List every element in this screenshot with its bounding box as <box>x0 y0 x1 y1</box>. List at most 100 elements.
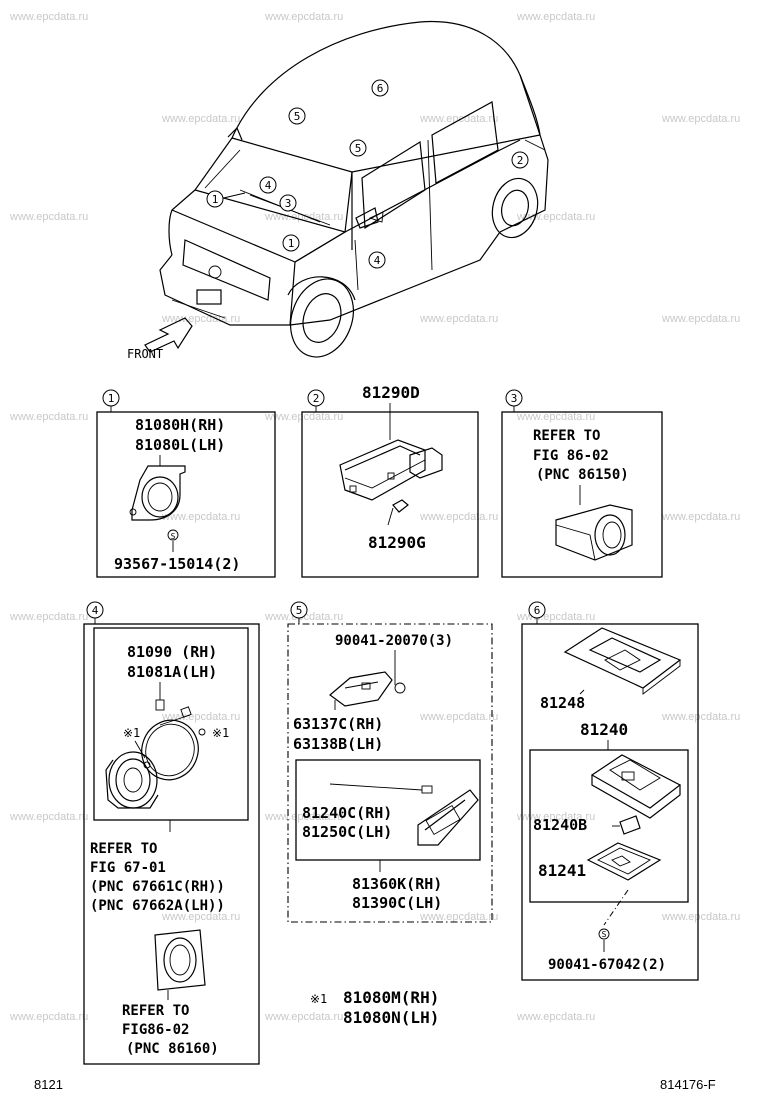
callout-marker: 1 <box>206 190 224 208</box>
box-2: 2 81290D 81290G <box>301 383 479 578</box>
part-number: 81240 <box>580 720 628 739</box>
clip-icon <box>392 499 409 513</box>
car-overview: FRONT 6 5 5 2 4 3 1 <box>127 20 549 361</box>
watermark-text: www.epcdata.ru <box>419 313 498 325</box>
amplifier-module-icon <box>339 439 443 501</box>
screw-icon <box>598 928 610 940</box>
callout-number: 4 <box>374 254 381 267</box>
callout-number: 5 <box>355 142 362 155</box>
part-number: 90041-20070(3) <box>335 633 453 649</box>
callout-marker: 4 <box>368 251 386 269</box>
callout-number: 4 <box>265 179 272 192</box>
screw-icon <box>167 529 179 541</box>
watermark-text: www.epcdata.ru <box>161 511 240 523</box>
tweeter-speaker-icon <box>129 465 186 521</box>
mark-symbol: ※1 <box>212 726 229 740</box>
speaker-ring-icon <box>141 719 199 781</box>
reference-text: FIG 67-01 <box>90 860 166 876</box>
callout-marker: 1 <box>282 234 300 252</box>
box-5: 5 90041-20070(3) 63137C(RH) 63138B(LH) 8… <box>287 601 493 923</box>
reference-text: (PNC 67662A(LH)) <box>90 898 225 914</box>
part-number: 63138B(LH) <box>293 735 383 753</box>
speaker-bracket-icon <box>154 929 206 991</box>
callout-number: 1 <box>108 392 115 405</box>
bulb-icon <box>619 815 641 835</box>
watermark-text: www.epcdata.ru <box>161 711 240 723</box>
watermark-text: www.epcdata.ru <box>661 511 740 523</box>
front-label: FRONT <box>127 347 163 361</box>
callout-marker: 5 <box>349 139 367 157</box>
footer-illustration-id: 814176-F <box>660 1077 716 1092</box>
watermark-text: www.epcdata.ru <box>161 113 240 125</box>
watermark-text: www.epcdata.ru <box>9 1011 88 1023</box>
watermark-text: www.epcdata.ru <box>661 313 740 325</box>
reference-text: REFER TO <box>122 1003 189 1019</box>
part-number: 63137C(RH) <box>293 715 383 733</box>
callout-marker: 3 <box>279 194 297 212</box>
watermark-text: www.epcdata.ru <box>264 411 343 423</box>
watermark-text: www.epcdata.ru <box>264 11 343 23</box>
reference-text: REFER TO <box>90 841 157 857</box>
box-1: 1 81080H(RH) 81080L(LH) S 93567-15014(2) <box>96 389 276 578</box>
callout-number: 6 <box>534 604 541 617</box>
box-3: 3 REFER TO FIG 86-02 (PNC 86150) <box>501 389 663 578</box>
watermark-text: www.epcdata.ru <box>516 211 595 223</box>
part-number: 81240B <box>533 816 587 834</box>
part-number: 81250C(LH) <box>302 823 392 841</box>
watermark-text: www.epcdata.ru <box>264 811 343 823</box>
callout-number: 4 <box>92 604 99 617</box>
mark-symbol: ※1 <box>123 726 140 740</box>
watermark-text: www.epcdata.ru <box>661 711 740 723</box>
callout-number: 2 <box>313 392 320 405</box>
part-number: 81240C(RH) <box>302 804 392 822</box>
screw-icon <box>394 682 406 694</box>
watermark-text: www.epcdata.ru <box>9 411 88 423</box>
callout-marker: 6 <box>371 79 389 97</box>
watermark-text: www.epcdata.ru <box>419 113 498 125</box>
dome-light-housing-icon <box>590 754 682 819</box>
watermark-text: www.epcdata.ru <box>419 511 498 523</box>
callout-number: 6 <box>377 82 384 95</box>
callout-marker: 2 <box>511 151 529 169</box>
note-part-number: 81080M(RH) <box>343 988 439 1007</box>
watermark-text: www.epcdata.ru <box>516 811 595 823</box>
part-number: 81090 (RH) <box>127 643 217 661</box>
watermark-text: www.epcdata.ru <box>9 811 88 823</box>
watermark-text: www.epcdata.ru <box>9 611 88 623</box>
callout-number: 3 <box>285 197 292 210</box>
watermark-text: www.epcdata.ru <box>419 911 498 923</box>
interior-light-bracket-icon <box>329 671 393 707</box>
part-number: 81360K(RH) <box>352 875 442 893</box>
reference-text: (PNC 86160) <box>126 1041 219 1057</box>
watermark-text: www.epcdata.ru <box>516 611 595 623</box>
lamp-housing-icon <box>417 789 479 846</box>
callout-number: 5 <box>294 110 301 123</box>
speaker-unit-icon <box>555 504 633 561</box>
callout-marker: 4 <box>259 176 277 194</box>
watermark-text: www.epcdata.ru <box>419 711 498 723</box>
part-number: 90041-67042(2) <box>548 957 666 973</box>
dome-light-cover-icon <box>563 627 682 695</box>
note: ※1 81080M(RH) 81080N(LH) <box>310 988 439 1027</box>
callout-number: 3 <box>511 392 518 405</box>
footer-figure-code: 8121 <box>34 1077 63 1092</box>
watermark-text: www.epcdata.ru <box>516 411 595 423</box>
part-number: 81080H(RH) <box>135 416 225 434</box>
watermark-text: www.epcdata.ru <box>9 11 88 23</box>
callout-number: 1 <box>212 193 219 206</box>
watermark-text: www.epcdata.ru <box>9 211 88 223</box>
reference-text: REFER TO <box>533 428 600 444</box>
screw-symbol: S <box>602 930 607 939</box>
part-number: 81081A(LH) <box>127 663 217 681</box>
reference-text: FIG 86-02 <box>533 448 609 464</box>
reference-text: (PNC 67661C(RH)) <box>90 879 225 895</box>
screw-symbol: S <box>171 532 176 541</box>
callout-number: 5 <box>296 604 303 617</box>
lens-icon <box>586 842 662 881</box>
watermark-text: www.epcdata.ru <box>264 211 343 223</box>
watermark-text: www.epcdata.ru <box>661 911 740 923</box>
watermark-text: www.epcdata.ru <box>516 1011 595 1023</box>
part-number: 93567-15014(2) <box>114 555 240 573</box>
callout-number: 1 <box>288 237 295 250</box>
